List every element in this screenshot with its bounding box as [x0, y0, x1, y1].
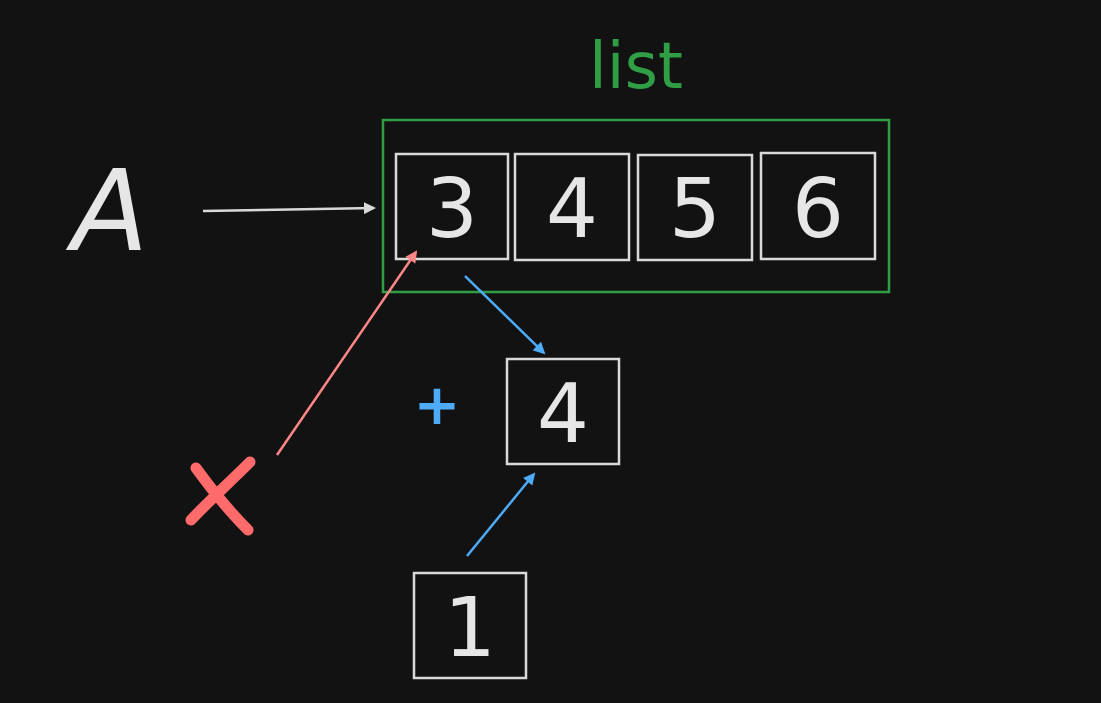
reject-mark — [185, 456, 256, 536]
list-item-box — [759, 151, 877, 261]
list-item-value: 3 — [426, 162, 478, 257]
operand-box — [412, 571, 528, 680]
list-item-box — [513, 152, 631, 262]
list-item-value: 6 — [792, 162, 844, 257]
list-item-value: 4 — [546, 162, 598, 257]
list-frame — [381, 118, 891, 294]
compute-arrow — [464, 275, 546, 355]
result-value: 4 — [537, 367, 589, 462]
rejected-arrow — [275, 250, 418, 456]
list-item-value: 5 — [669, 162, 721, 257]
operand-value: 1 — [444, 581, 496, 676]
reference-arrow — [202, 202, 376, 215]
plus-sign: + — [414, 373, 461, 438]
variable-label: A — [66, 147, 149, 277]
operand-arrow — [466, 472, 536, 557]
list-item-box — [394, 152, 510, 261]
list-label: list — [589, 30, 683, 104]
list-item-box — [636, 153, 754, 262]
result-box — [505, 357, 621, 466]
